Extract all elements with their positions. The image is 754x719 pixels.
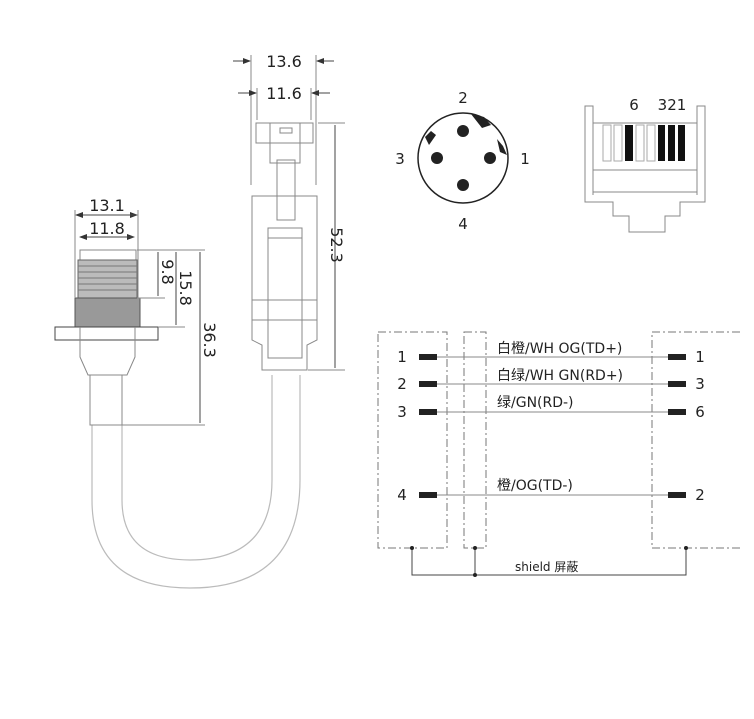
dim-rj45-outer-width: 13.6 <box>266 52 302 71</box>
left-pin-label: 3 <box>397 403 407 421</box>
right-pin-label: 1 <box>695 348 705 366</box>
rj45-pin-label-321: 321 <box>658 96 687 114</box>
cable <box>91 375 301 589</box>
dim-m12-thread-length: 9.8 <box>158 259 177 284</box>
m12-pin-4 <box>457 179 469 191</box>
wire-row-3: 3 绿/GN(RD-) 6 <box>397 395 705 421</box>
shield-connection: shield 屏蔽 <box>410 546 688 577</box>
m12-connector-side-view <box>54 249 159 426</box>
m12-pin-2 <box>457 125 469 137</box>
m12-dimensions: 13.1 11.8 9.8 15.8 36.3 <box>74 196 219 426</box>
rj45-dimensions: 13.6 11.6 52.3 <box>233 52 346 371</box>
dim-rj45-length: 52.3 <box>327 227 346 263</box>
right-pin-label: 3 <box>695 375 705 393</box>
dim-m12-total-length: 36.3 <box>200 322 219 358</box>
m12-pin-3 <box>431 152 443 164</box>
rj45-plug-side-view <box>251 122 318 371</box>
wire-label: 绿/GN(RD-) <box>497 395 574 411</box>
m12-pin-label-2: 2 <box>458 89 468 107</box>
wire-row-2: 2 白绿/WH GN(RD+) 3 <box>397 368 705 393</box>
left-pin-label: 2 <box>397 375 407 393</box>
left-pin-label: 1 <box>397 348 407 366</box>
dim-rj45-inner-width: 11.6 <box>266 84 302 103</box>
wire-row-4: 4 橙/OG(TD-) 2 <box>397 478 705 504</box>
m12-pin-face: 1 2 3 4 <box>395 89 530 233</box>
wire-label: 橙/OG(TD-) <box>497 478 573 494</box>
m12-pin-1 <box>484 152 496 164</box>
right-pin-label: 2 <box>695 486 705 504</box>
rj45-pin-label-6: 6 <box>629 96 639 114</box>
wire-label: 白绿/WH GN(RD+) <box>497 368 623 384</box>
wiring-diagram: 1 白橙/WH OG(TD+) 1 2 白绿/WH GN(RD+) 3 3 绿/… <box>377 331 740 577</box>
rj45-pin-face: 6 321 <box>584 96 706 233</box>
right-pin-label: 6 <box>695 403 705 421</box>
wire-row-1: 1 白橙/WH OG(TD+) 1 <box>397 341 705 366</box>
dim-m12-outer-width: 13.1 <box>89 196 125 215</box>
shield-label: shield 屏蔽 <box>515 560 578 574</box>
m12-pin-label-3: 3 <box>395 150 405 168</box>
dim-m12-to-flange: 15.8 <box>176 270 195 306</box>
wire-label: 白橙/WH OG(TD+) <box>497 341 622 357</box>
dim-m12-thread-width: 11.8 <box>89 219 125 238</box>
m12-pin-label-1: 1 <box>520 150 530 168</box>
left-pin-label: 4 <box>397 486 407 504</box>
m12-pin-label-4: 4 <box>458 215 468 233</box>
